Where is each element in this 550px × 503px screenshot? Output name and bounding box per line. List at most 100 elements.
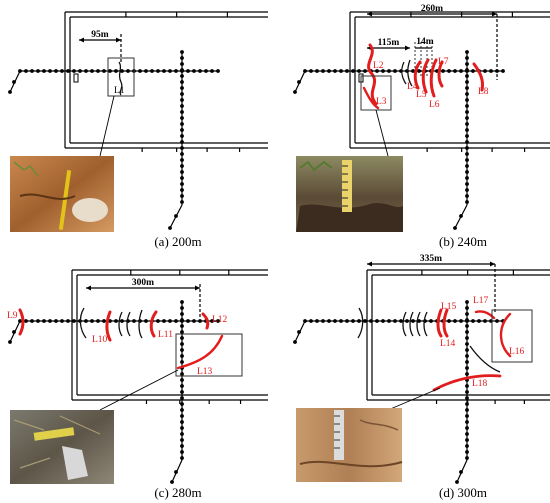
survey-line-horizontal-dot <box>411 69 415 73</box>
survey-line-horizontal-dot <box>186 319 190 323</box>
survey-line-vertical-dot <box>465 348 469 352</box>
crack-L16 <box>499 312 512 358</box>
survey-line-horizontal-dot <box>84 69 88 73</box>
survey-branch-dot <box>8 340 12 344</box>
survey-line-vertical-dot <box>180 68 184 72</box>
survey-line-vertical-dot <box>465 164 469 168</box>
dim-115m-label: 115m <box>378 38 400 48</box>
survey-line-horizontal-dot <box>114 319 118 323</box>
photo-grass <box>13 415 101 469</box>
survey-line-horizontal-dot <box>471 69 475 73</box>
survey-line-vertical-dot <box>180 188 184 192</box>
survey-line-vertical-dot <box>180 408 184 412</box>
survey-line-horizontal-dot <box>66 69 70 73</box>
dim-260m-arrow-right <box>492 11 497 17</box>
survey-line-vertical-dot <box>180 176 184 180</box>
dim-300m-label: 300m <box>132 278 154 288</box>
survey-line-horizontal-dot <box>120 69 124 73</box>
survey-line-horizontal-dot <box>132 319 136 323</box>
dim-300m-arrow-right <box>195 285 200 291</box>
survey-branch-dot <box>174 214 178 218</box>
survey-line-vertical-dot <box>180 182 184 186</box>
photo-measuring-staff <box>342 160 352 212</box>
crack-L18 <box>432 374 502 392</box>
photo-crack <box>19 193 76 200</box>
survey-line-horizontal-dot <box>375 69 379 73</box>
survey-branch-dot <box>297 330 301 334</box>
survey-line-horizontal-dot <box>210 319 214 323</box>
survey-branch-dot <box>293 340 297 344</box>
survey-line-horizontal-dot <box>327 319 331 323</box>
survey-line-horizontal-dot <box>357 319 361 323</box>
survey-line-horizontal-dot <box>174 69 178 73</box>
crack-black <box>118 311 123 337</box>
survey-line-vertical-dot <box>180 170 184 174</box>
survey-line-horizontal-dot <box>144 319 148 323</box>
survey-line-horizontal-dot <box>96 69 100 73</box>
survey-line-vertical-dot <box>180 152 184 156</box>
survey-line-horizontal-dot <box>489 69 493 73</box>
survey-line-horizontal-dot <box>186 69 190 73</box>
crack-L4 <box>413 60 422 90</box>
photo-leader <box>375 109 389 157</box>
survey-line-vertical-dot <box>465 182 469 186</box>
survey-line-vertical-dot <box>465 170 469 174</box>
crack-label-L14: L14 <box>440 339 456 349</box>
highlight-box <box>107 57 135 97</box>
survey-line-horizontal-dot <box>144 69 148 73</box>
survey-line-horizontal-dot <box>60 319 64 323</box>
photo-crack <box>296 203 403 232</box>
survey-line-vertical-dot <box>465 438 469 442</box>
survey-branch-dot <box>297 80 301 84</box>
dim-95m-arrow-right <box>116 37 121 43</box>
survey-line-vertical-dot <box>180 342 184 346</box>
survey-line-horizontal-dot <box>357 69 361 73</box>
survey-line-horizontal-dot <box>198 319 202 323</box>
survey-line-horizontal-dot <box>351 69 355 73</box>
survey-line-vertical-dot <box>465 110 469 114</box>
survey-line-vertical-dot <box>180 318 184 322</box>
survey-line-horizontal-dot <box>321 69 325 73</box>
photo-stone <box>72 198 108 222</box>
survey-line-horizontal-dot <box>216 319 220 323</box>
survey-line-vertical-dot <box>180 146 184 150</box>
survey-line-horizontal-dot <box>150 69 154 73</box>
survey-branch-dot <box>459 470 463 474</box>
survey-line-horizontal-dot <box>393 319 397 323</box>
survey-line-horizontal-dot <box>216 69 220 73</box>
survey-line-vertical-dot <box>180 456 184 460</box>
survey-line-horizontal-dot <box>156 319 160 323</box>
photo-grass <box>299 160 333 172</box>
survey-line-horizontal-dot <box>369 319 373 323</box>
survey-line-vertical-dot <box>180 402 184 406</box>
survey-line-vertical-dot <box>180 158 184 162</box>
survey-branch-dot <box>459 214 463 218</box>
crack-label-L10: L10 <box>92 335 108 345</box>
crack-label-L13: L13 <box>197 367 213 377</box>
photo-crack <box>299 460 403 468</box>
survey-line-vertical-dot <box>465 390 469 394</box>
survey-line-vertical-dot <box>465 366 469 370</box>
survey-line-vertical-dot <box>465 50 469 54</box>
survey-line-vertical-dot <box>465 324 469 328</box>
survey-line-vertical-dot <box>180 110 184 114</box>
survey-line-vertical-dot <box>180 104 184 108</box>
survey-line-vertical-dot <box>465 396 469 400</box>
survey-line-horizontal-dot <box>90 319 94 323</box>
survey-line-vertical-dot <box>180 86 184 90</box>
survey-line-horizontal-dot <box>102 69 106 73</box>
crack-label-L8: L8 <box>478 87 489 97</box>
survey-line-horizontal-dot <box>120 319 124 323</box>
survey-line-horizontal-dot <box>399 319 403 323</box>
photo-tape-measure <box>58 170 72 230</box>
survey-line-vertical-dot <box>465 456 469 460</box>
crack-black <box>357 307 364 339</box>
survey-line-vertical-dot <box>180 426 184 430</box>
photo-grass <box>13 161 39 177</box>
dim-14m-label: 14m <box>416 37 434 47</box>
dim-115m-arrow-right <box>405 45 410 51</box>
crack-black <box>416 311 421 337</box>
survey-line-horizontal-dot <box>96 319 100 323</box>
